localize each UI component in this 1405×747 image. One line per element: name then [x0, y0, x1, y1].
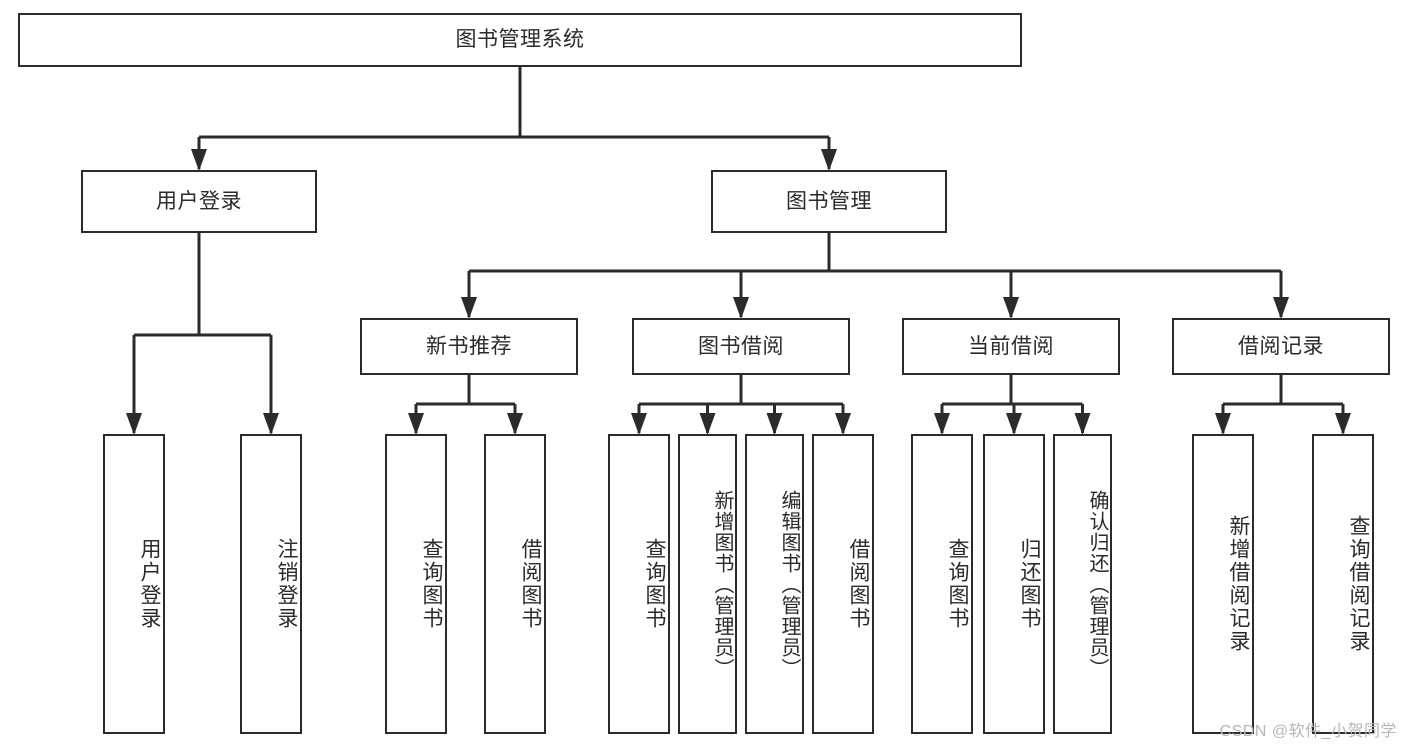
arrow-head-borrow_record-1 — [1335, 413, 1351, 435]
node-leaf-add-record[interactable]: 新增借阅记录 — [1192, 434, 1254, 734]
node-leaf-query-book-1[interactable]: 查询图书 — [385, 434, 447, 734]
arrow-head-user_login-0 — [126, 413, 142, 435]
arrow-head-root-1 — [821, 149, 837, 171]
arrow-head-book_borrow-0 — [631, 413, 647, 435]
node-leaf-add-book[interactable]: 新增图书（管理员） — [678, 434, 737, 734]
node-book-borrow[interactable]: 图书借阅 — [632, 318, 850, 375]
arrow-head-user_login-1 — [263, 413, 279, 435]
node-leaf-confirm-return[interactable]: 确认归还（管理员） — [1053, 434, 1112, 734]
node-book-manage[interactable]: 图书管理 — [711, 170, 947, 233]
arrow-head-current_borrow-2 — [1074, 413, 1091, 435]
node-leaf-query-book-3[interactable]: 查询图书 — [911, 434, 973, 734]
node-leaf-user-login[interactable]: 用户登录 — [103, 434, 165, 734]
node-leaf-query-record[interactable]: 查询借阅记录 — [1312, 434, 1374, 734]
arrow-head-book_manage-2 — [1003, 297, 1019, 319]
node-leaf-logout[interactable]: 注销登录 — [240, 434, 302, 734]
node-leaf-return-book[interactable]: 归还图书 — [983, 434, 1045, 734]
arrow-head-book_borrow-1 — [699, 413, 716, 435]
node-leaf-borrow-book-2[interactable]: 借阅图书 — [812, 434, 874, 734]
node-borrow-record[interactable]: 借阅记录 — [1172, 318, 1390, 375]
node-root[interactable]: 图书管理系统 — [18, 13, 1022, 67]
arrow-head-root-0 — [191, 149, 207, 171]
arrow-head-book_borrow-2 — [766, 413, 783, 435]
node-leaf-edit-book[interactable]: 编辑图书（管理员） — [745, 434, 804, 734]
arrow-head-book_manage-1 — [733, 297, 749, 319]
arrow-head-current_borrow-0 — [934, 413, 950, 435]
arrow-head-current_borrow-1 — [1006, 413, 1022, 435]
arrow-head-book_manage-3 — [1273, 297, 1289, 319]
node-current-borrow[interactable]: 当前借阅 — [902, 318, 1120, 375]
arrow-head-book_borrow-3 — [835, 413, 851, 435]
node-leaf-query-book-2[interactable]: 查询图书 — [608, 434, 670, 734]
node-user-login[interactable]: 用户登录 — [81, 170, 317, 233]
node-leaf-borrow-book-1[interactable]: 借阅图书 — [484, 434, 546, 734]
arrow-head-new_book_rec-0 — [408, 413, 424, 435]
node-new-book-rec[interactable]: 新书推荐 — [360, 318, 578, 375]
arrow-head-borrow_record-0 — [1215, 413, 1231, 435]
csdn-watermark: CSDN @软件_小贺同学 — [1219, 723, 1397, 740]
arrow-head-new_book_rec-1 — [507, 413, 523, 435]
arrow-head-book_manage-0 — [461, 297, 477, 319]
